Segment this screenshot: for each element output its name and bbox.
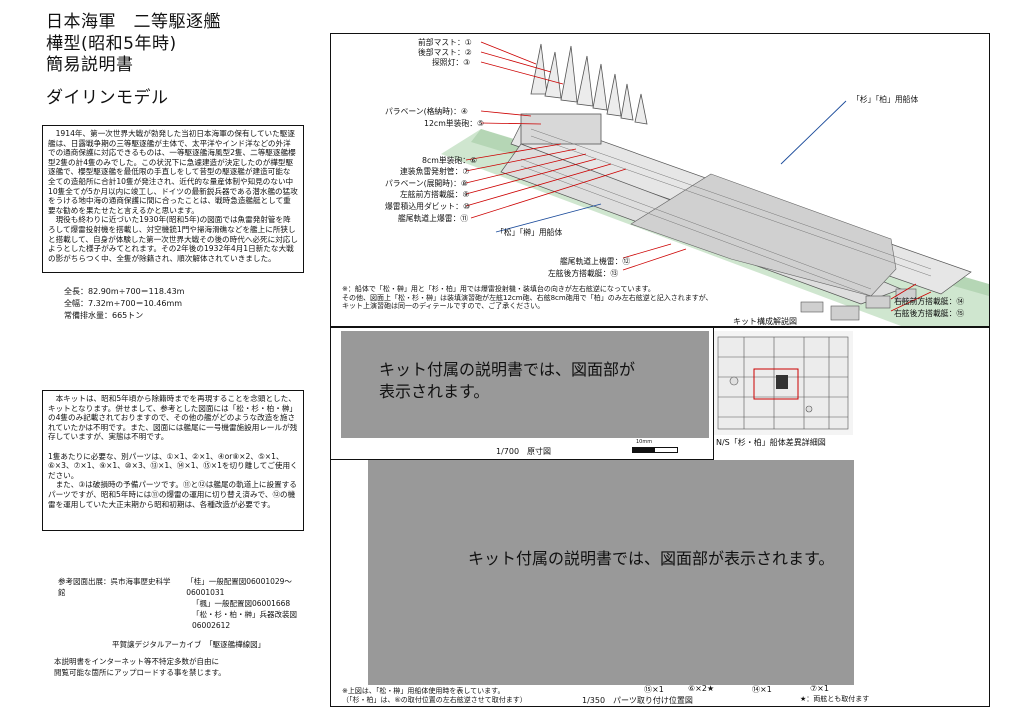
spec-length: 全長：82.90m÷700＝118.43m xyxy=(64,287,185,296)
kit-composition-diagram xyxy=(441,41,989,326)
kit-box: 本キットは、昭和5年頃から除籍時までを再現することを念頭とした、キットとなります… xyxy=(42,390,304,531)
label-hull-sugi-kashiwa: 「杉」「柏」用船体 xyxy=(852,95,919,104)
footer-note: 本説明書をインターネット等不特定多数が自由に 閲覧可能な箇所にアップロードする事… xyxy=(54,657,226,677)
title-line-3: 簡易説明書 xyxy=(46,55,134,75)
title-line-1: 日本海軍 二等駆逐艦 xyxy=(46,12,221,32)
history-text: 1914年、第一次世界大戦が勃発した当初日本海軍の保有していた駆逐艦は、日露戦争… xyxy=(48,129,298,263)
detail-caption: N/S「杉・柏」船体差異詳細図 xyxy=(716,438,826,447)
label-starboard-fore-boat: 右舷前方搭載艇：⑭ xyxy=(894,297,965,306)
count-6: ⑥×2★ xyxy=(688,684,715,693)
references-label: 参考図面出展：呉市海事歴史科学館 xyxy=(58,577,171,597)
diagram-frame xyxy=(330,33,990,707)
placeholder-panel-small: キット付属の説明書では、図面部が 表示されます。 xyxy=(341,331,709,438)
reference-item: 「楓」一般配置図06001668 xyxy=(192,599,291,608)
kit-text: 本キットは、昭和5年頃から除籍時までを再現することを念頭とした、キットとなります… xyxy=(48,394,298,509)
references: 参考図面出展：呉市海事歴史科学館 「桂」一般配置図06001029～060010… xyxy=(58,576,328,650)
count-15: ⑮×1 xyxy=(644,685,664,694)
label-12cm-gun: 12cm単装砲：⑤ xyxy=(424,119,484,128)
label-searchlight: 探照灯：③ xyxy=(432,58,471,67)
count-7: ⑦×1 xyxy=(810,684,829,693)
bottom-caption: 1/350 パーツ取り付け位置図 xyxy=(582,696,693,705)
spec-beam: 全幅：7.32m÷700＝10.46mm xyxy=(64,299,183,308)
label-8cm-gun: 8cm単装砲：⑥ xyxy=(422,156,478,165)
spec-displacement: 常備排水量：665トン xyxy=(64,311,144,320)
placeholder-message-large: キット付属の説明書では、図面部が表示されます。 xyxy=(468,549,835,568)
archive-reference: 平賀譲デジタルアーカイブ 「駆逐艦樺線図」 xyxy=(112,640,266,649)
reference-item: 「桂」一般配置図06001029～06001031 xyxy=(186,577,292,597)
scale-bar-label: 10mm xyxy=(636,439,653,445)
placeholder-message: キット付属の説明書では、図面部が 表示されます。 xyxy=(379,360,636,401)
label-stern-rail-depth-charge: 艦尾軌道上爆雷：⑪ xyxy=(398,214,469,223)
label-port-aft-boat: 左舷後方搭載艇：⑬ xyxy=(548,269,619,278)
label-fore-mast: 前部マスト：① xyxy=(418,38,472,47)
label-starboard-aft-boat: 右舷後方搭載艇：⑮ xyxy=(894,309,965,318)
label-stern-rail-mine: 艦尾軌道上機雷：⑫ xyxy=(560,257,631,266)
reference-item: 「松・杉・柏・榊」兵器改装図06002612 xyxy=(192,610,297,630)
scale-bar xyxy=(632,447,678,453)
bottom-note: ※上図は、「松・榊」用船体使用時を表しています。 （「杉・柏」は、⑥の取付位置の… xyxy=(342,687,527,704)
label-depth-charge-davit: 爆雷積込用ダビット：⑩ xyxy=(385,202,470,211)
detail-drawing xyxy=(714,331,853,435)
label-paravane-stowed: パラベーン(格納時)：④ xyxy=(385,107,468,116)
star-note: ★：両舷とも取付ます xyxy=(800,695,870,703)
history-box: 1914年、第一次世界大戦が勃発した当初日本海軍の保有していた駆逐艦は、日露戦争… xyxy=(42,125,304,273)
spacer xyxy=(714,436,854,462)
diagram-caption: キット構成解説図 xyxy=(733,317,797,326)
specs: 全長：82.90m÷700＝118.43m 全幅：7.32m÷700＝10.46… xyxy=(64,286,184,322)
middle-panel-outline xyxy=(330,326,714,460)
placeholder-panel-large: キット付属の説明書では、図面部が表示されます。 xyxy=(368,460,854,685)
scale-caption: 1/700 原寸図 xyxy=(496,447,552,456)
label-paravane-deployed: パラベーン(展開時)：⑧ xyxy=(385,179,468,188)
title-line-2: 樺型(昭和5年時) xyxy=(46,34,177,54)
label-torpedo-tubes: 連装魚雷発射管：⑦ xyxy=(400,167,470,176)
brand-name: ダイリンモデル xyxy=(46,88,169,108)
label-port-fore-boat: 左舷前方搭載艇：⑨ xyxy=(400,190,470,199)
diagram-note: ※：船体で「松・榊」用と「杉・柏」用では爆雷投射機・装填台の向きが左右舷逆になっ… xyxy=(342,285,713,310)
label-aft-mast: 後部マスト：② xyxy=(418,48,472,57)
label-hull-matsu-sakaki: 「松」「榊」用船体 xyxy=(496,228,563,237)
count-14: ⑭×1 xyxy=(752,685,772,694)
